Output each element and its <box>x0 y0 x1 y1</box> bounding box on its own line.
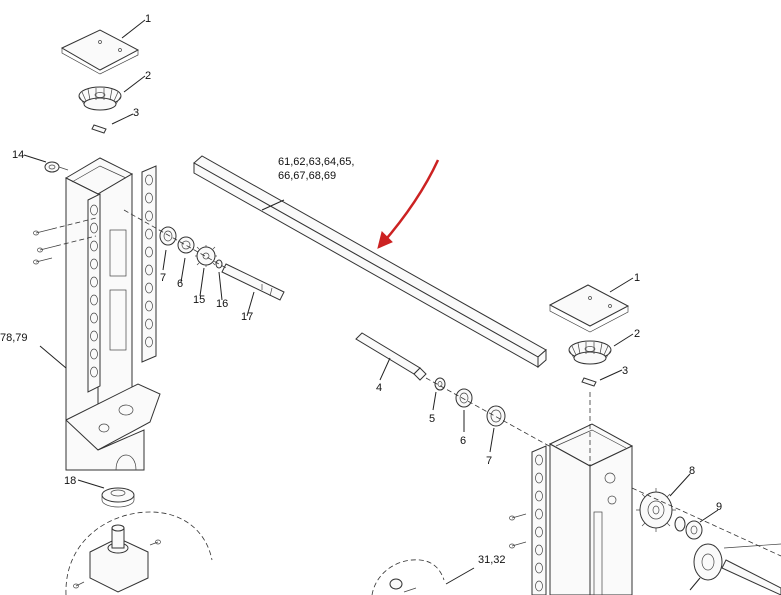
callout-right-8: 8 <box>689 465 695 477</box>
callout-right-4: 4 <box>376 382 382 394</box>
left-slotted-rail-rear <box>87 193 101 393</box>
right-bushing-6 <box>455 388 473 408</box>
leader-lines <box>23 19 719 591</box>
left-cap-plate <box>60 29 140 71</box>
callout-bar-line1: 61,62,63,64,65, <box>278 156 354 168</box>
right-bevel-gear <box>568 340 612 365</box>
callout-right-7: 7 <box>486 455 492 467</box>
callout-left-14: 14 <box>12 149 24 161</box>
right-assembly <box>355 284 781 595</box>
left-screw-14 <box>44 161 69 173</box>
callout-left-3: 3 <box>133 107 139 119</box>
left-shaft-17 <box>221 263 285 301</box>
callout-left-2: 2 <box>145 70 151 82</box>
callout-labels: 1 2 3 14 7 6 15 16 17 78,79 18 61,62,63,… <box>0 13 722 566</box>
left-slotted-rail-front <box>141 165 157 363</box>
left-exploded-shaft-parts <box>123 209 285 301</box>
callout-right-3: 3 <box>622 365 628 377</box>
callout-left-15: 15 <box>193 294 205 306</box>
callout-right-6: 6 <box>460 435 466 447</box>
callout-right-9: 9 <box>716 501 722 513</box>
callout-left-18: 18 <box>64 475 76 487</box>
left-seal-18 <box>101 487 135 508</box>
callout-left-16: 16 <box>216 298 228 310</box>
left-gearbox-detail <box>65 511 213 595</box>
left-bevel-gear <box>78 86 122 111</box>
highlight-arrow <box>377 159 440 249</box>
left-ring-16 <box>215 259 223 269</box>
left-bottom-bracket <box>65 383 161 471</box>
callout-right-5: 5 <box>429 413 435 425</box>
right-detail-circle <box>371 559 445 595</box>
right-shaft-4 <box>355 332 421 375</box>
left-bushing-7 <box>159 226 177 246</box>
long-square-bar <box>193 155 547 369</box>
callout-right-31-32: 31,32 <box>478 554 506 566</box>
right-bolts <box>509 513 527 549</box>
right-ring <box>674 516 686 532</box>
callout-left-7: 7 <box>160 272 166 284</box>
callout-left-6: 6 <box>177 278 183 290</box>
callout-left-78-79: 78,79 <box>0 332 28 344</box>
callout-left-17: 17 <box>241 311 253 323</box>
left-pin <box>91 124 107 134</box>
callout-right-1: 1 <box>634 272 640 284</box>
left-sprocket-15 <box>195 245 217 267</box>
left-bolts <box>33 217 97 265</box>
left-bushing-6 <box>177 236 195 254</box>
left-assembly <box>33 29 285 595</box>
callout-left-1: 1 <box>145 13 151 25</box>
right-pin <box>581 377 597 387</box>
callout-right-2: 2 <box>634 328 640 340</box>
callout-bar-line2: 66,67,68,69 <box>278 170 336 182</box>
right-lower-gear <box>693 543 781 595</box>
right-bushing-7 <box>486 405 506 427</box>
right-gear-8 <box>636 488 676 532</box>
right-cap-plate <box>548 284 630 327</box>
right-slotted-rail <box>531 445 547 595</box>
right-column <box>548 392 634 595</box>
right-sprocket-9 <box>685 520 703 540</box>
